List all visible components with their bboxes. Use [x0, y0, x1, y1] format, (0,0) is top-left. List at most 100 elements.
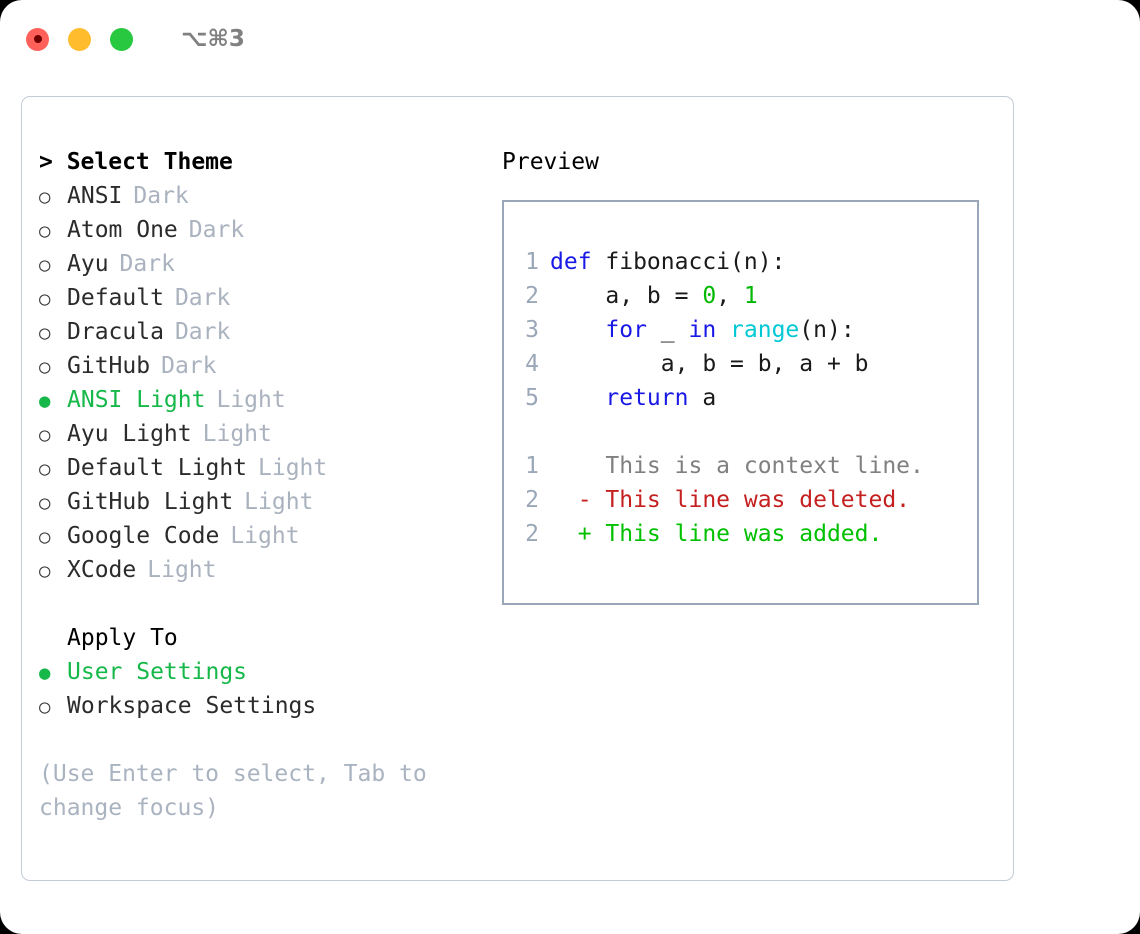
theme-option[interactable]: ● ANSI Light Light [39, 383, 484, 417]
theme-option[interactable]: ○ Google Code Light [39, 519, 484, 553]
theme-option[interactable]: ○ Default Light Light [39, 451, 484, 485]
code-line: 4 a, b = b, a + b [504, 347, 977, 381]
line-number: 2 [525, 283, 539, 309]
code-token-kw: in [688, 317, 717, 343]
theme-option-label: ANSI Light [67, 387, 206, 413]
theme-option-category: Light [258, 455, 328, 481]
code-token-plain [550, 317, 605, 343]
theme-option-category: Dark [188, 217, 245, 243]
theme-option[interactable]: ○ GitHub Dark [39, 349, 484, 383]
theme-option[interactable]: ○ Ayu Light Light [39, 417, 484, 451]
apply-to-option-label: Workspace Settings [67, 693, 317, 719]
code-token-kw: return [605, 385, 689, 411]
preview-box: 1 def fibonacci(n): 2 a, b = 0, 1 3 for _ i… [502, 200, 979, 605]
theme-option-label: Atom One [67, 217, 178, 243]
code-line: 5 return a [504, 381, 977, 415]
code-token-plain: _ [646, 317, 689, 343]
radio-unselected-icon: ○ [39, 492, 51, 514]
radio-unselected-icon: ○ [39, 186, 51, 208]
theme-option-label: Default [67, 285, 164, 311]
code-token-plain [550, 385, 605, 411]
diff-line: 2 - This line was deleted. [504, 483, 977, 517]
code-token-plain: fibonacci(n): [605, 249, 786, 275]
code-token-plain: (n): [799, 317, 855, 343]
theme-option-category: Light [216, 387, 286, 413]
code-token-kw: def [550, 249, 606, 275]
radio-unselected-icon: ○ [39, 458, 51, 480]
diff-text-del: - This line was deleted. [550, 487, 911, 513]
line-number: 2 [525, 487, 539, 513]
preview-panel: Preview 1 def fibonacci(n): 2 a, b = 0, 1 3… [484, 145, 1013, 880]
theme-option[interactable]: ○ Atom One Dark [39, 213, 484, 247]
theme-option-category: Light [202, 421, 272, 447]
code-token-fn: range [730, 317, 800, 343]
radio-unselected-icon: ○ [39, 424, 51, 446]
line-number: 5 [525, 385, 539, 411]
theme-option-label: Ayu Light [67, 421, 192, 447]
code-token-plain: a [688, 385, 717, 411]
theme-option-label: GitHub [67, 353, 151, 379]
theme-option-label: GitHub Light [67, 489, 234, 515]
apply-to-list: ● User Settings ○ Workspace Settings [39, 655, 484, 723]
code-line: 1 def fibonacci(n): [504, 245, 977, 279]
theme-option-category: Dark [174, 319, 231, 345]
code-token-plain: , [716, 283, 744, 309]
line-number: 1 [525, 453, 539, 479]
theme-option-label: Default Light [67, 455, 248, 481]
code-token-plain [716, 317, 730, 343]
code-text: for _ in range(n): [550, 313, 855, 347]
code-token-num: 0 [702, 283, 717, 309]
section-spacer [39, 587, 484, 621]
code-sample: 1 def fibonacci(n): 2 a, b = 0, 1 3 for _ i… [504, 245, 977, 415]
keyboard-shortcut-label: ⌥⌘3 [181, 26, 245, 52]
traffic-lights [26, 27, 133, 51]
theme-option[interactable]: ○ Default Dark [39, 281, 484, 315]
radio-unselected-icon: ○ [39, 220, 51, 242]
radio-unselected-icon: ○ [39, 696, 51, 718]
theme-option-category: Light [147, 557, 217, 583]
diff-text-add: + This line was added. [550, 521, 883, 547]
code-text: a, b = b, a + b [550, 347, 869, 381]
title-bar: ⌥⌘3 [0, 0, 1140, 78]
theme-option-category: Dark [174, 285, 231, 311]
radio-unselected-icon: ○ [39, 356, 51, 378]
apply-to-option[interactable]: ● User Settings [39, 655, 484, 689]
theme-option-category: Dark [119, 251, 175, 277]
theme-option-label: XCode [67, 557, 137, 583]
radio-unselected-icon: ○ [39, 288, 51, 310]
theme-option-category: Dark [161, 353, 217, 379]
line-number: 1 [525, 249, 539, 275]
line-number: 2 [525, 521, 539, 547]
theme-option-label: Google Code [67, 523, 220, 549]
radio-unselected-icon: ○ [39, 254, 51, 276]
theme-option-category: Light [230, 523, 300, 549]
radio-unselected-icon: ○ [39, 526, 51, 548]
line-number: 3 [525, 317, 539, 343]
theme-option[interactable]: ○ Ayu Dark [39, 247, 484, 281]
diff-line: 1 This is a context line. [504, 449, 977, 483]
close-button[interactable] [26, 27, 49, 51]
code-text: a, b = 0, 1 [550, 279, 758, 313]
diff-line: 2 + This line was added. [504, 517, 977, 551]
theme-option-label: Ayu [67, 251, 109, 277]
code-token-num: 1 [743, 283, 758, 309]
zoom-button[interactable] [110, 27, 133, 51]
apply-to-option[interactable]: ○ Workspace Settings [39, 689, 484, 723]
theme-option-category: Dark [133, 183, 189, 209]
code-text: def fibonacci(n): [550, 245, 785, 279]
radio-selected-icon: ● [39, 390, 51, 412]
preview-title: Preview [502, 149, 599, 175]
select-theme-header: > Select Theme [39, 149, 233, 175]
minimize-button[interactable] [68, 27, 91, 51]
apply-to-option-label: User Settings [67, 659, 248, 685]
radio-selected-icon: ● [39, 662, 51, 684]
radio-unselected-icon: ○ [39, 322, 51, 344]
